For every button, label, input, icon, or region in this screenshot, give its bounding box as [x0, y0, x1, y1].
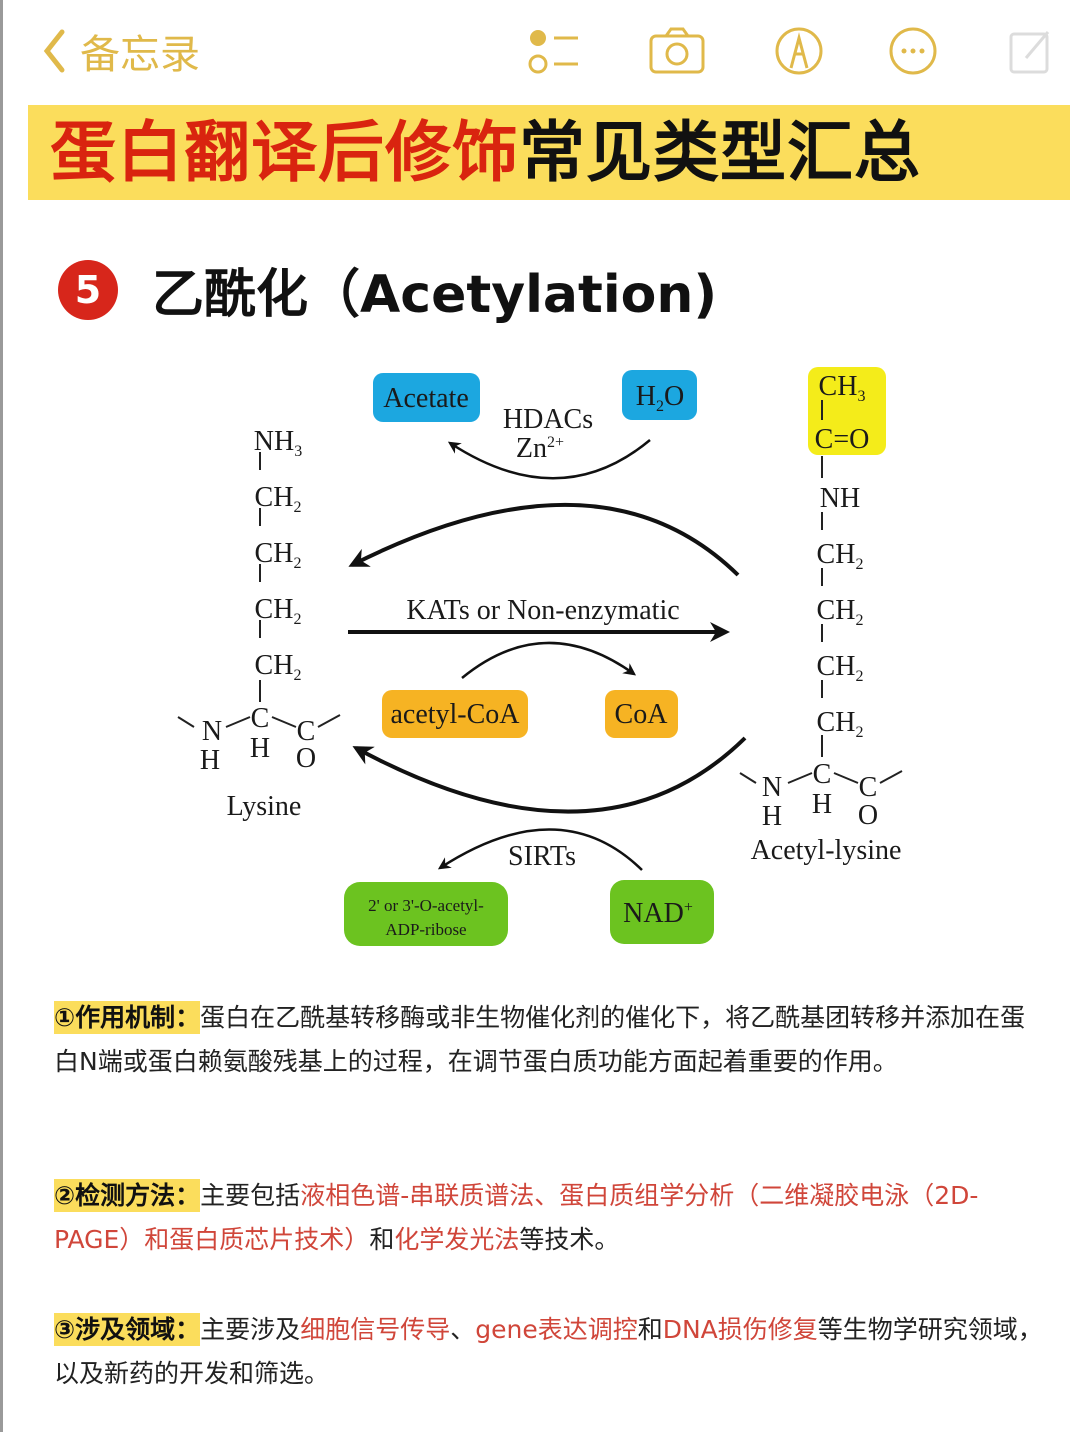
svg-text:O: O	[296, 743, 316, 774]
nad-label: NAD+	[623, 898, 693, 929]
lysine-chain-group: CH2	[255, 538, 302, 572]
acetyl-group: C=O	[815, 424, 870, 455]
checklist-icon[interactable]	[526, 26, 582, 76]
svg-text:O: O	[858, 800, 878, 831]
section-heading: 5 乙酰化（Acetylation)	[58, 252, 717, 327]
window-edge	[0, 0, 3, 1432]
coa-label: CoA	[615, 699, 669, 730]
acetyl-coa-label: acetyl-CoA	[390, 699, 520, 730]
lysine-chain-group: CH2	[255, 650, 302, 684]
kats-label: KATs or Non-enzymatic	[406, 595, 679, 626]
svg-text:C: C	[859, 772, 878, 803]
acetylation-diagram: Acetate H2O acetyl-CoA CoA 2' or 3'-O-ac…	[177, 367, 903, 946]
title-highlight	[28, 105, 1070, 200]
acetyl-lysine-chain-group: CH2	[817, 595, 864, 629]
h2o-label: H2O	[636, 381, 684, 415]
lysine-chain-group: CH2	[255, 482, 302, 516]
sirts-label: SIRTs	[508, 841, 576, 872]
svg-text:C: C	[297, 716, 316, 747]
back-label: 备忘录	[80, 32, 200, 78]
hdac-arrow	[447, 439, 651, 480]
paragraph-label: ③涉及领域：	[54, 1313, 201, 1346]
svg-text:C: C	[251, 703, 270, 734]
zn-label: Zn2+	[516, 433, 564, 464]
notes-toolbar: 备忘录	[0, 0, 1080, 100]
h2o-box	[622, 370, 697, 420]
coa-transfer-arrow	[461, 641, 637, 679]
coa-box	[605, 690, 678, 738]
title-black: 常见类型汇总	[519, 114, 921, 191]
paragraph-detection: ②检测方法：主要包括液相色谱-串联质谱法、蛋白质组学分析（二维凝胶电泳（2D-P…	[54, 1179, 979, 1254]
compose-icon[interactable]	[1008, 26, 1052, 76]
svg-text:H: H	[812, 789, 832, 820]
acetate-label: Acetate	[383, 383, 469, 414]
svg-text:H: H	[762, 801, 782, 832]
title-red: 蛋白翻译后修饰	[50, 114, 519, 191]
svg-text:N: N	[202, 716, 222, 747]
paragraph-label: ①作用机制：	[54, 1001, 201, 1034]
paragraph-label: ②检测方法：	[54, 1179, 201, 1212]
adp-ribose-label-1: 2' or 3'-O-acetyl-	[368, 896, 484, 915]
sirt-arrow	[437, 828, 643, 871]
lysine-label: Lysine	[227, 791, 302, 822]
nad-box	[610, 880, 714, 944]
lysine-chain-group: NH3	[254, 426, 302, 460]
markup-pen-icon[interactable]	[774, 26, 824, 76]
acetyl-group-box	[808, 367, 886, 455]
acetyl-lysine-chain-group: NH	[820, 483, 860, 514]
adp-ribose-box	[344, 882, 508, 946]
paragraph-mechanism: ①作用机制：蛋白在乙酰基转移酶或非生物催化剂的催化下，将乙酰基团转移并添加在蛋白…	[54, 1001, 1026, 1076]
section-number-badge: 5	[58, 259, 118, 320]
chevron-left-icon	[43, 29, 65, 73]
acetate-box	[373, 373, 480, 422]
svg-text:N: N	[762, 772, 782, 803]
acetyl-lysine-label: Acetyl-lysine	[751, 835, 902, 866]
paragraph-fields: ③涉及领域：主要涉及细胞信号传导、gene表达调控和DNA损伤修复等生物学研究领…	[54, 1313, 1043, 1388]
svg-text:H: H	[200, 745, 220, 776]
camera-icon[interactable]	[648, 26, 706, 76]
acetyl-lysine-chain-group: CH2	[817, 707, 864, 741]
sirt-deacetylation-arrow	[352, 736, 747, 814]
svg-text:H: H	[250, 733, 270, 764]
adp-ribose-label-2: ADP-ribose	[385, 920, 466, 939]
page-title: 蛋白翻译后修饰常见类型汇总	[50, 108, 921, 198]
svg-text:C: C	[813, 759, 832, 790]
acetyl-group: CH3	[819, 371, 866, 405]
deacetylation-arrow	[348, 503, 740, 577]
section-title: 乙酰化（Acetylation)	[152, 265, 718, 325]
hdacs-label: HDACs	[503, 404, 593, 435]
lysine-chain-group: CH2	[255, 594, 302, 628]
back-button[interactable]: 备忘录	[42, 22, 200, 80]
acetyl-lysine-chain-group: CH2	[817, 539, 864, 573]
acetyl-coa-box	[382, 690, 528, 738]
acetyl-lysine-chain-group: CH2	[817, 651, 864, 685]
more-icon[interactable]	[888, 26, 938, 76]
